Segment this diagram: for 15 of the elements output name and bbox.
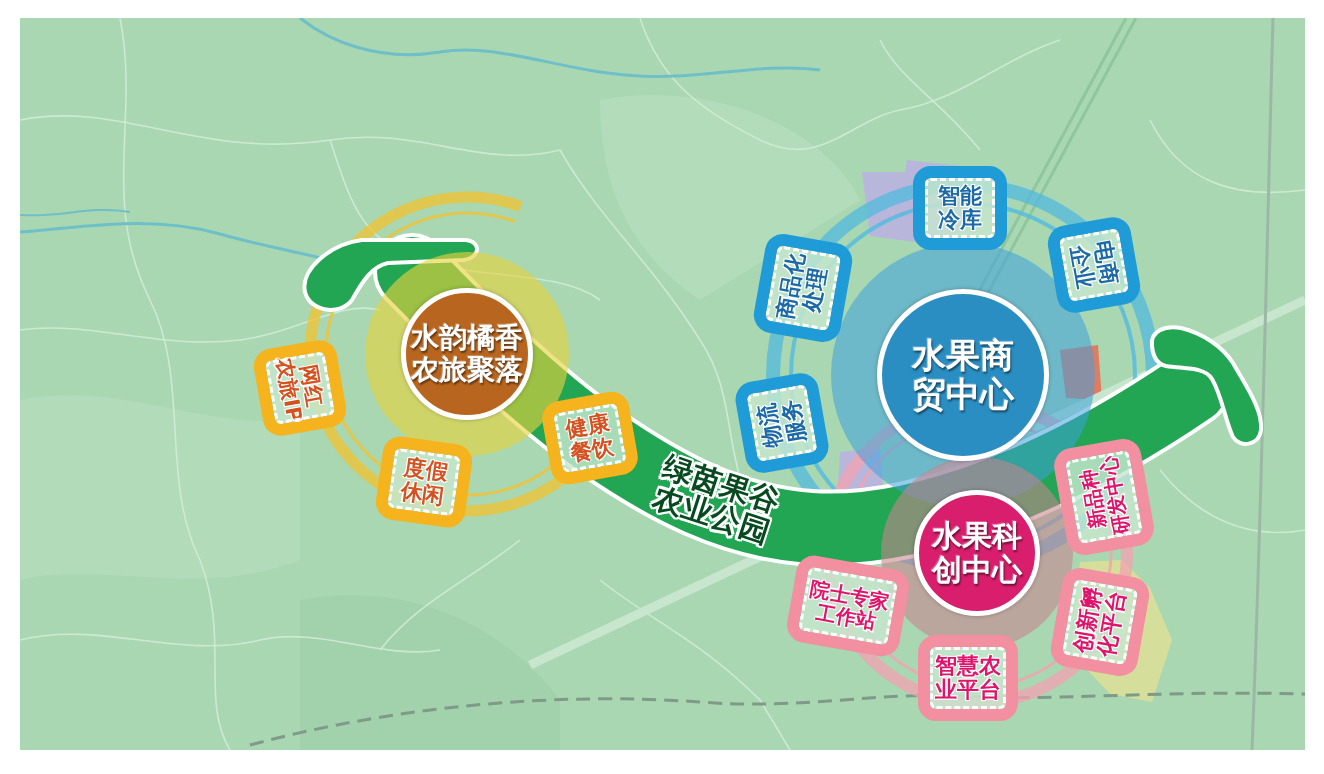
band-title: 绿茵果谷农业公园 [648, 450, 784, 550]
tile-label: 电商企业 [1066, 239, 1122, 291]
tile-label: 院士专家工作站 [807, 577, 892, 635]
tile-label: 物流服务 [754, 397, 810, 449]
tile-label: 新品种研发中心 [1075, 453, 1133, 539]
tile-label: 网红农旅IP [271, 354, 329, 425]
tile-label: 智能冷库 [938, 183, 982, 233]
hub-title: 水果科创中心 [932, 518, 1022, 588]
tile-label: 商品化处理 [773, 251, 832, 323]
tile-label: 度假休闲 [398, 455, 450, 509]
hub-title: 水果商贸中心 [912, 336, 1014, 414]
tile-label: 创新孵化平台 [1070, 585, 1130, 659]
hub-title: 水韵橘香农旅聚落 [411, 322, 523, 386]
tile-label: 健康餐饮 [564, 410, 616, 466]
tile-label: 智慧农业平台 [935, 653, 1001, 703]
